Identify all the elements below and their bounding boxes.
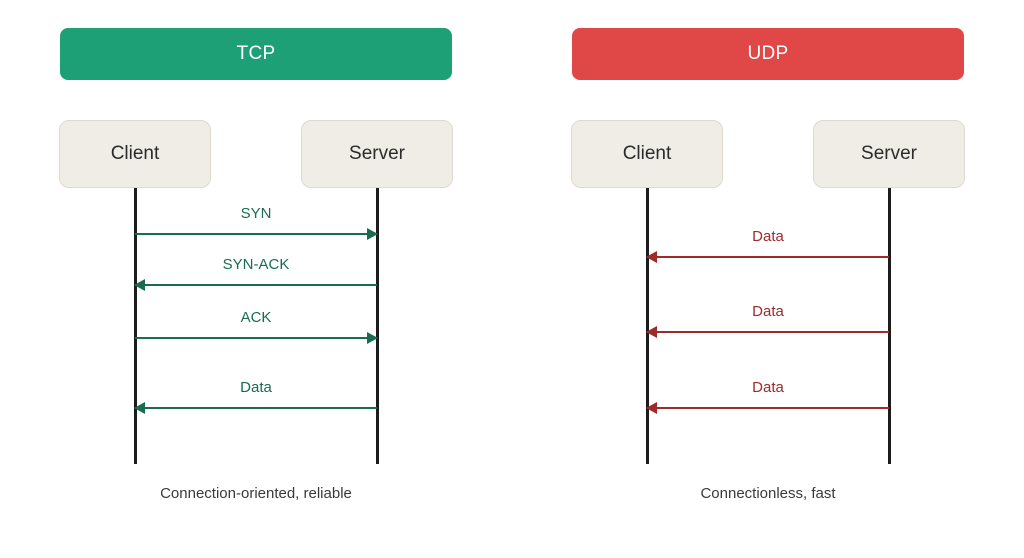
- message-label: Data: [752, 303, 784, 320]
- panel-udp: UDP Client Server Data Data Data Connect…: [512, 0, 1024, 558]
- message-line: [647, 331, 889, 333]
- message-label: Data: [752, 228, 784, 245]
- arrowhead-left-icon: [646, 251, 657, 263]
- message-label: SYN: [240, 205, 272, 222]
- message-line: [135, 337, 377, 339]
- participant-server-tcp: Server: [301, 120, 453, 188]
- message-tcp-4: Data: [134, 378, 377, 422]
- message-tcp-3: ACK: [135, 308, 378, 352]
- message-label: ACK: [240, 309, 272, 326]
- protocol-title-tcp: TCP: [236, 43, 276, 64]
- participant-server-udp: Server: [813, 120, 965, 188]
- participant-label: Client: [110, 143, 160, 164]
- lifeline-server-tcp: [376, 188, 379, 464]
- protocol-title-udp: UDP: [747, 43, 789, 64]
- protocol-header-tcp: TCP: [60, 28, 452, 80]
- message-label: Data: [752, 379, 784, 396]
- message-udp-2: Data: [646, 302, 889, 346]
- message-label: SYN-ACK: [222, 256, 290, 273]
- lifeline-server-udp: [888, 188, 891, 464]
- arrowhead-right-icon: [367, 228, 378, 240]
- panel-tcp: TCP Client Server SYN SYN-ACK ACK Data: [59, 28, 453, 502]
- message-tcp-2: SYN-ACK: [134, 255, 377, 299]
- participant-label: Server: [861, 143, 917, 164]
- participant-label: Client: [622, 143, 672, 164]
- message-udp-1: Data: [646, 227, 889, 271]
- message-line: [135, 407, 377, 409]
- arrowhead-left-icon: [134, 279, 145, 291]
- arrowhead-right-icon: [367, 332, 378, 344]
- message-label: Data: [240, 379, 272, 396]
- participant-client-udp: Client: [571, 120, 723, 188]
- lifeline-client-tcp: [134, 188, 137, 464]
- message-tcp-1: SYN: [135, 204, 378, 248]
- message-line: [647, 256, 889, 258]
- message-udp-3: Data: [646, 378, 889, 422]
- message-line: [135, 284, 377, 286]
- caption-udp: Connectionless, fast: [700, 485, 836, 502]
- arrowhead-left-icon: [646, 326, 657, 338]
- message-line: [647, 407, 889, 409]
- caption-tcp: Connection-oriented, reliable: [160, 485, 352, 502]
- message-line: [135, 233, 377, 235]
- arrowhead-left-icon: [646, 402, 657, 414]
- participant-client-tcp: Client: [59, 120, 211, 188]
- arrowhead-left-icon: [134, 402, 145, 414]
- participant-label: Server: [349, 143, 405, 164]
- protocol-header-udp: UDP: [572, 28, 964, 80]
